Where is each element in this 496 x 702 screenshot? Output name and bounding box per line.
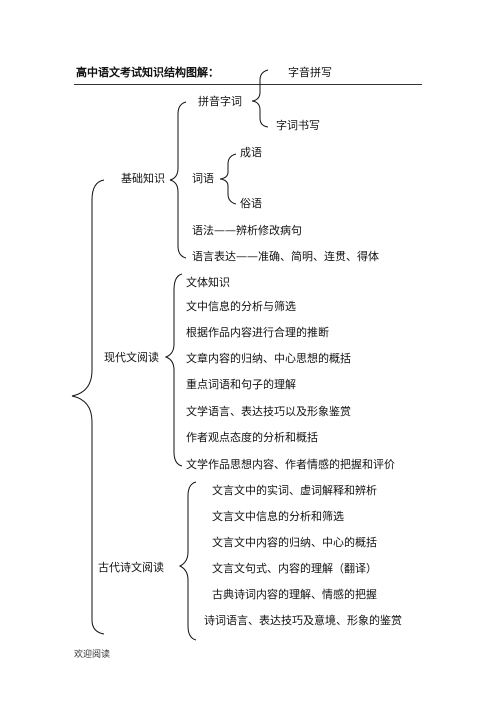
main-brace	[71, 179, 105, 635]
branch-item-1: 字音拼写	[288, 66, 332, 79]
modern-item: 文章内容的归纳、中心思想的概括	[186, 352, 351, 365]
basic-expression: 语言表达——准确、简明、连贯、得体	[192, 250, 379, 263]
ancient-item: 文言文中内容的归纳、中心的概括	[212, 536, 377, 549]
basic-ciyu: 词语	[192, 172, 214, 185]
modern-item: 作者观点态度的分析和概括	[186, 431, 318, 444]
branch-item-2: 字词书写	[276, 119, 320, 132]
ancient-item: 文言文中信息的分析和筛选	[212, 510, 344, 523]
modern-brace	[164, 273, 183, 467]
ciyu-brace	[219, 153, 237, 205]
ancient-item: 诗词语言、表达技巧及意境、形象的鉴赏	[204, 614, 402, 627]
basic-pinyin: 拼音字词	[198, 95, 242, 108]
section-label-ancient: 古代诗文阅读	[98, 561, 164, 574]
modern-item: 根据作品内容进行合理的推断	[186, 326, 329, 339]
ciyu-item-2: 俗语	[240, 197, 262, 210]
modern-item: 重点词语和句子的理解	[186, 378, 296, 391]
ancient-item: 古典诗词内容的理解、情感的把握	[212, 588, 377, 601]
ancient-item: 文言文中的实词、虚词解释和辨析	[212, 484, 377, 497]
ciyu-item-1: 成语	[240, 146, 262, 159]
ancient-item: 文言文句式、内容的理解（翻译）	[212, 562, 377, 575]
ancient-brace	[178, 481, 197, 641]
page-title: 高中语文考试知识结构图解：	[76, 66, 219, 79]
modern-item: 文体知识	[186, 276, 230, 289]
section-label-basic: 基础知识	[121, 172, 165, 185]
title-rule	[74, 84, 422, 85]
footer-text: 欢迎阅读	[74, 650, 111, 660]
basic-brace	[169, 101, 187, 259]
section-label-modern: 现代文阅读	[104, 351, 159, 364]
modern-item: 文学作品思想内容、作者情感的把握和评价	[186, 458, 395, 471]
basic-grammar: 语法——辨析修改病句	[192, 224, 302, 237]
modern-item: 文学语言、表达技巧以及形象鉴赏	[186, 405, 351, 418]
modern-item: 文中信息的分析与筛选	[186, 300, 296, 313]
pinyin-brace	[251, 69, 269, 128]
